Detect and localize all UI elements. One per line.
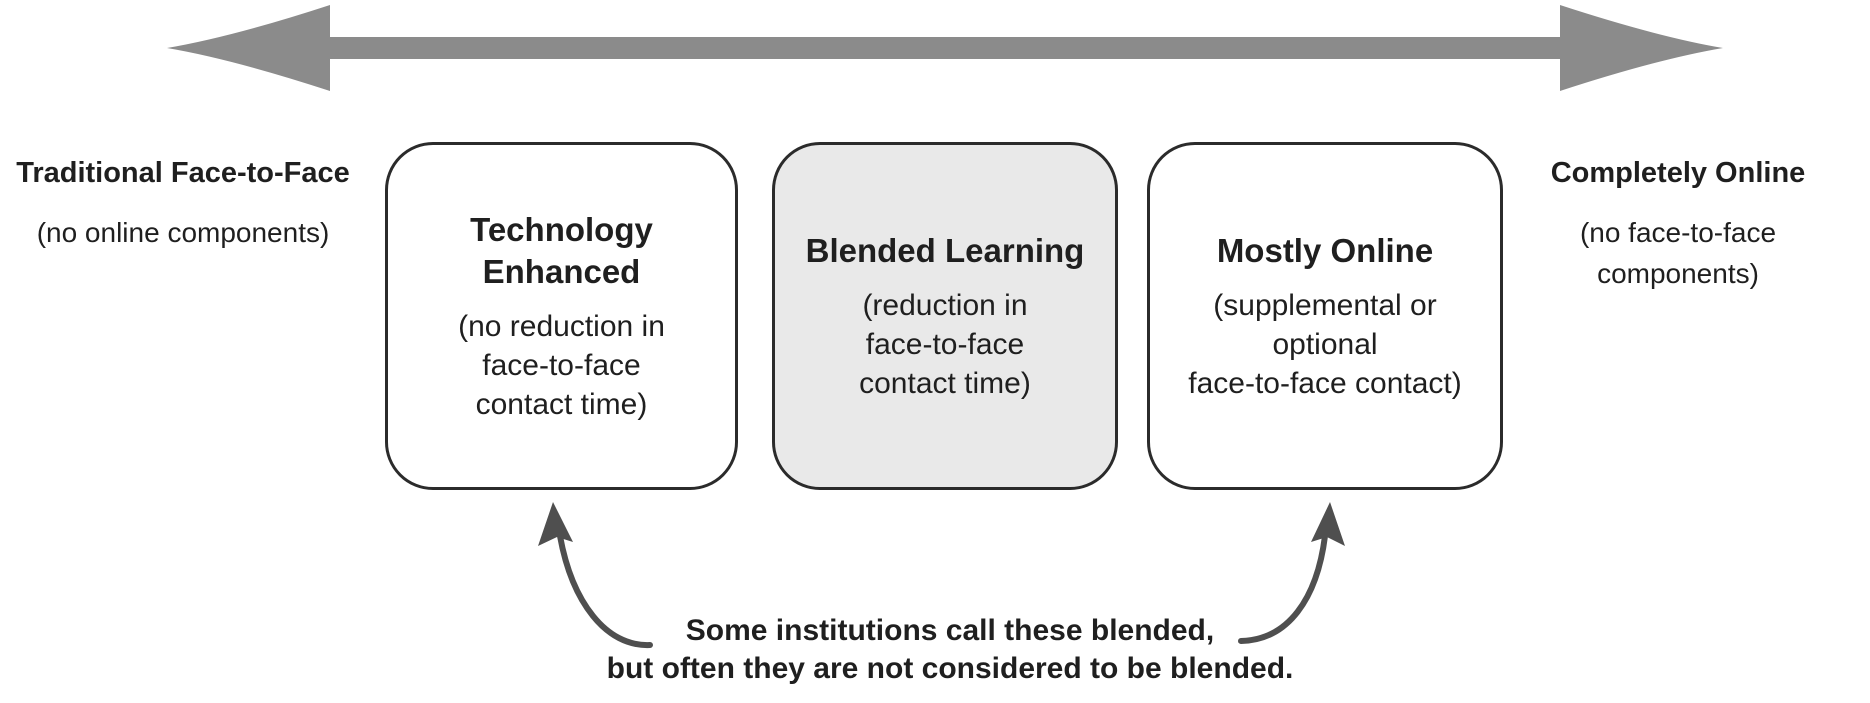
double-arrow-shape <box>167 5 1723 91</box>
endpoint-label-traditional: Traditional Face-to-Face (no online comp… <box>0 134 366 271</box>
traditional-title: Traditional Face-to-Face <box>16 157 350 189</box>
blended-learning-title: Blended Learning <box>805 231 1085 269</box>
technology-enhanced-title: Technology Enhanced <box>470 210 653 290</box>
traditional-subtitle: (no online components) <box>36 217 330 248</box>
blended-learning-subtitle: (reduction in face-to-face contact time) <box>859 288 1031 400</box>
endpoint-label-completely-online: Completely Online (no face-to-face compo… <box>1520 134 1836 312</box>
mostly-online-title: Mostly Online <box>1216 231 1434 269</box>
completely-online-subtitle: (no face-to-face components) <box>1579 217 1777 289</box>
continuum-arrow-icon <box>167 5 1723 91</box>
completely-online-title: Completely Online <box>1550 157 1806 189</box>
box-mostly-online: Mostly Online (supplemental or optional … <box>1147 142 1503 490</box>
annotation-caption: Some institutions call these blended, bu… <box>606 614 1294 685</box>
box-blended-learning: Blended Learning (reduction in face-to-f… <box>772 142 1118 490</box>
mostly-online-subtitle: (supplemental or optional face-to-face c… <box>1188 288 1462 400</box>
box-technology-enhanced: Technology Enhanced (no reduction in fac… <box>385 142 738 490</box>
technology-enhanced-subtitle: (no reduction in face-to-face contact ti… <box>458 309 665 421</box>
